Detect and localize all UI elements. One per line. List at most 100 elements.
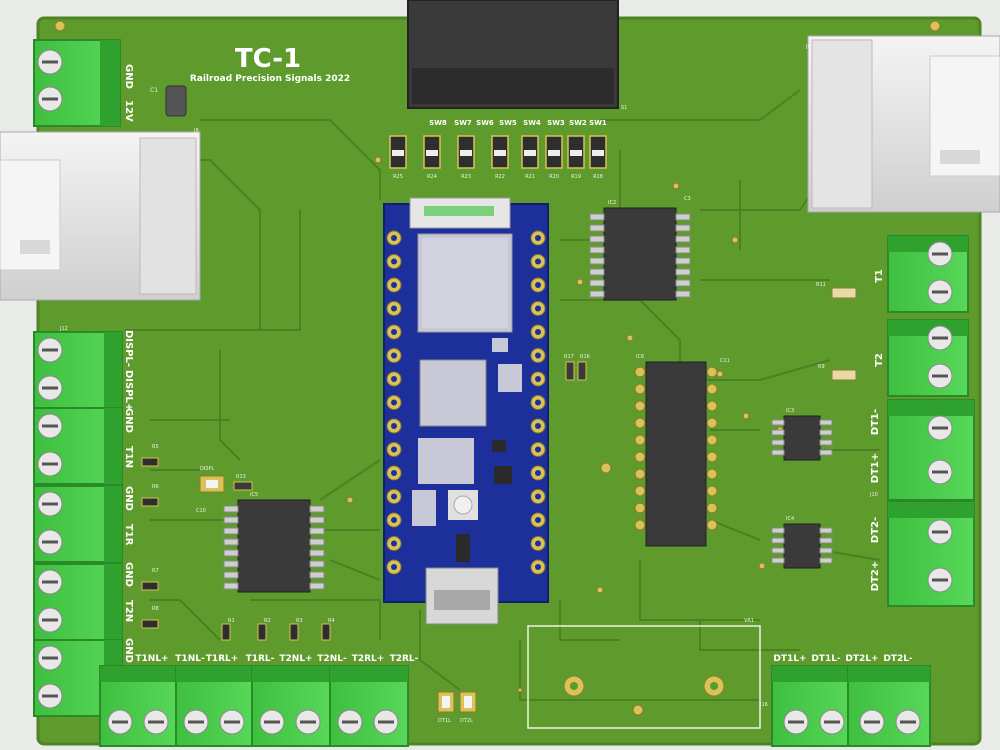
right-terminal-stack: [887, 235, 975, 607]
small-resistor-r7: [141, 581, 159, 591]
left-terminal-1-side: [104, 332, 122, 408]
bottom-left-terminal-2-top: [176, 666, 254, 682]
bottom-right-label-4: DT2L-: [883, 654, 913, 664]
right-label-1: T1: [874, 269, 885, 283]
resistor-label-r20: R20: [549, 174, 559, 180]
ic4-pin-r2: [819, 537, 833, 544]
small-resistor-r4: [321, 623, 331, 641]
bottom-left-label-7: T2RL+: [352, 654, 385, 664]
ic5-pin-r5: [309, 549, 325, 557]
rj45-left: [0, 131, 201, 301]
nano-pin-hole-right-7: [535, 376, 541, 382]
bottom-left-terminal-3-top: [252, 666, 330, 682]
vr1-label: VR1: [744, 618, 754, 624]
ic6-pins: [634, 366, 718, 531]
resistor-band-r25: [392, 150, 404, 156]
pcb-traces: [125, 89, 881, 701]
bottom-left-label-8: T2RL-: [390, 654, 419, 664]
dt1l-label: DT1L: [438, 718, 451, 724]
ic6-pin-r8: [706, 485, 718, 497]
left-label-3: GND: [123, 408, 134, 433]
j8-label: J8: [193, 128, 199, 134]
displ-label: DISPL: [200, 466, 215, 472]
left-label-4: T1N: [123, 446, 134, 468]
r16-resistor: [577, 361, 587, 381]
ic5-pins: [223, 505, 325, 590]
ic6-pin-l10: [634, 519, 646, 531]
nano-pin-hole-right-4: [535, 305, 541, 312]
ic4-pin-l3: [771, 547, 785, 554]
nano-pin-hole-left-11: [391, 470, 397, 476]
ic6-pin-r5: [706, 434, 718, 446]
small-resistor-label-r4: R4: [328, 618, 335, 624]
power-terminal: [33, 39, 121, 127]
switch-label-sw1: SW1: [589, 119, 607, 127]
resistor-label-r21: R21: [525, 174, 535, 180]
ic3-label: IC3: [786, 408, 794, 414]
power-label-12v: 12V: [123, 100, 134, 122]
right-label-6: DT2+: [870, 561, 881, 591]
left-terminal-3-side: [104, 486, 122, 562]
nano-pin-hole-left-5: [391, 329, 397, 335]
ic2-pin-r7: [675, 279, 691, 287]
left-terminal-4-side: [104, 564, 122, 640]
resistor-label-r25: R25: [393, 174, 403, 180]
ic5-pin-l4: [223, 538, 239, 546]
ic2-pin-l4: [589, 246, 605, 254]
ic2-pin-r3: [675, 235, 691, 243]
c1-capacitor: [165, 85, 187, 117]
ic6-pin-l6: [634, 451, 646, 463]
ic4-pin-l2: [771, 537, 785, 544]
bottom-right-label-1: DT1L+: [773, 654, 806, 664]
bottom-left-label-2: T1NL-: [175, 654, 205, 664]
ic6-pin-l2: [634, 383, 646, 395]
ic6-chip: [645, 361, 707, 547]
rj45-right: [807, 35, 1000, 213]
nano-pin-hole-left-3: [391, 282, 397, 288]
nano-pin-hole-left-7: [391, 376, 397, 382]
bottom-right-label-2: DT1L-: [811, 654, 841, 664]
r17-resistor: [565, 361, 575, 381]
small-resistor-label-r2: R2: [264, 618, 271, 624]
resistor-band-r19: [570, 150, 582, 156]
nano-pin-hole-left-1: [391, 235, 397, 241]
ic3-pin-l4: [771, 449, 785, 456]
ic2-pin-l3: [589, 235, 605, 243]
bottom-left-terminal-4-top: [330, 666, 408, 682]
small-resistor-r5: [141, 457, 159, 467]
nano-pin-hole-right-10: [535, 446, 541, 453]
nano-pin-hole-right-8: [535, 399, 541, 406]
left-terminal-stack: [33, 331, 123, 717]
nano-pin-hole-left-12: [391, 493, 397, 500]
nano-pin-hole-right-14: [535, 540, 541, 547]
ic5-pin-l2: [223, 516, 239, 524]
j16-label: J16: [759, 702, 768, 708]
bottom-left-label-1: T1NL+: [135, 654, 168, 664]
resistor-band-r24: [426, 150, 438, 156]
ic2-pin-l5: [589, 257, 605, 265]
ic5-pin-r7: [309, 571, 325, 579]
ic2-pin-r4: [675, 246, 691, 254]
small-resistor-label-r3: R3: [296, 618, 303, 624]
nano-pin-hole-right-2: [535, 258, 541, 265]
bottom-left-label-3: T1RL+: [206, 654, 239, 664]
nano-pin-hole-right-9: [535, 423, 541, 429]
ic5-pin-l1: [223, 505, 239, 513]
ic5-pin-r1: [309, 505, 325, 513]
right-label-2: T2: [874, 353, 885, 367]
nano-pin-hole-right-6: [535, 352, 541, 359]
resistor-band-r20: [548, 150, 560, 156]
nano-pin-hole-left-9: [391, 423, 397, 429]
switch-label-sw5: SW5: [499, 119, 517, 127]
right-label-3: DT1-: [870, 409, 881, 435]
ic5-pin-r3: [309, 527, 325, 535]
ic5-pin-r6: [309, 560, 325, 568]
ic2-pin-r5: [675, 257, 691, 265]
ic3-pin-l2: [771, 429, 785, 436]
nano-pin-hole-right-12: [535, 493, 541, 500]
right-label-5: DT2-: [870, 517, 881, 543]
nano-pin-hole-left-6: [391, 352, 397, 359]
